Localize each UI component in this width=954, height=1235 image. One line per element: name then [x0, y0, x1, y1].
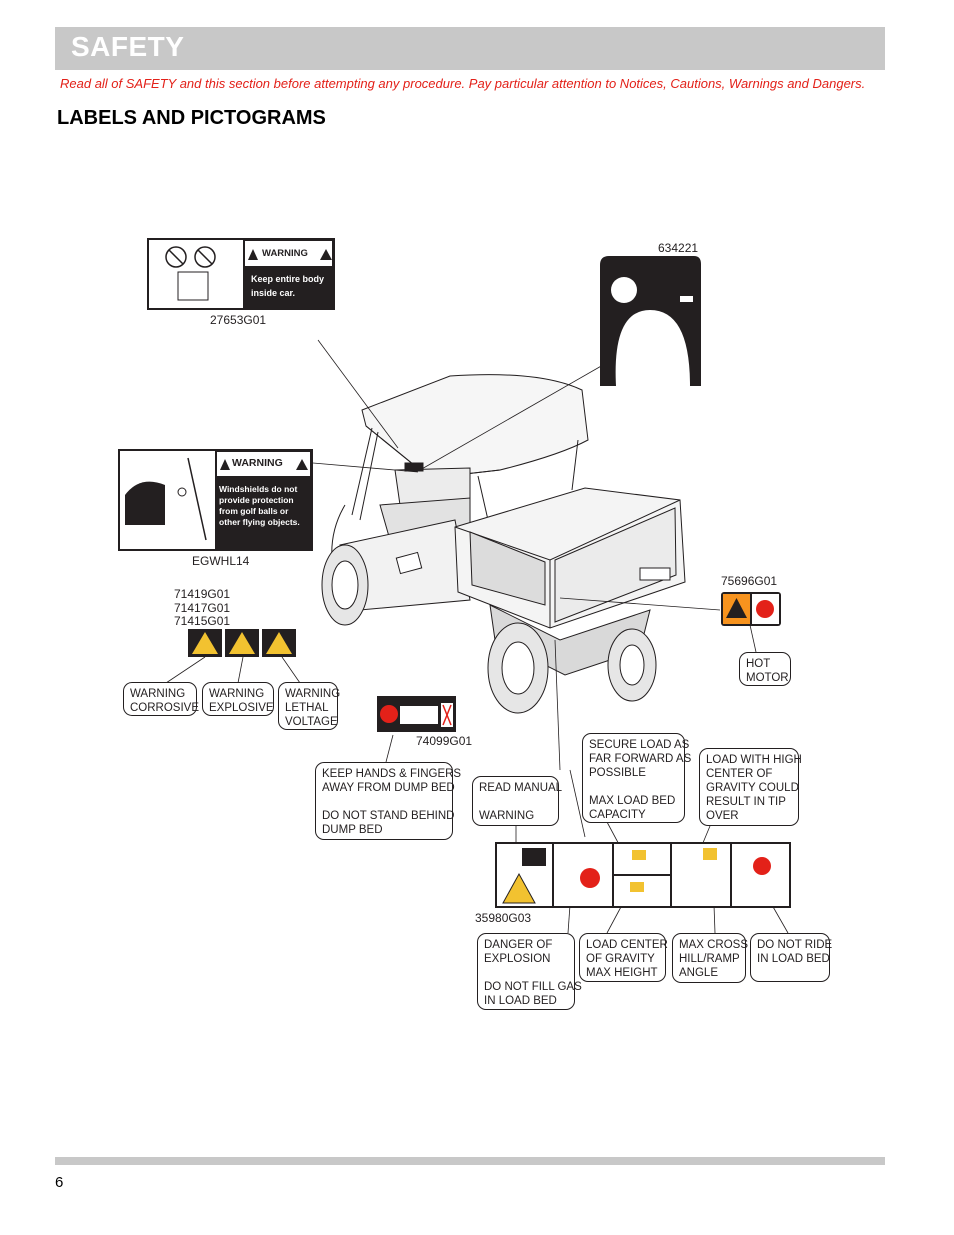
callout-secure-load: SECURE LOAD AS FAR FORWARD AS POSSIBLE M…: [582, 733, 692, 823]
callout-line: [484, 966, 568, 980]
callout-line: RESULT IN TIP: [706, 796, 786, 808]
callout-line: WARNING: [130, 688, 186, 700]
decal-egwhl14-warning-label: WARNING: [232, 457, 283, 469]
callout-line: CORROSIVE: [130, 702, 200, 714]
callout-line: IN LOAD BED: [757, 953, 830, 965]
callout-line: MAX CROSS: [679, 939, 749, 951]
part-number-75696: 75696G01: [721, 574, 778, 588]
callout-line: EXPLOSIVE: [209, 702, 274, 714]
part-number-74099: 74099G01: [416, 734, 473, 748]
decal-egwhl14-text-line4: other flying objects.: [219, 517, 300, 527]
callout-line: [322, 795, 446, 809]
callout-line: VOLTAGE: [285, 716, 338, 728]
decal-egwhl14-text-line1: Windshields do not: [219, 484, 298, 494]
callout-line: SECURE LOAD AS: [589, 739, 690, 751]
decal-27653-text-line1: Keep entire body: [251, 274, 325, 284]
part-number-egwhl14: EGWHL14: [192, 554, 250, 568]
page-title: SAFETY: [71, 31, 185, 62]
hot-motor-decal-75696: [721, 592, 781, 626]
callout-line: HILL/RAMP: [679, 953, 740, 965]
callout-keep-hands: KEEP HANDS & FINGERS AWAY FROM DUMP BED …: [315, 762, 462, 840]
decal-egwhl14-text-line3: from golf balls or: [219, 506, 289, 516]
decal-egwhl14-text-line2: provide protection: [219, 495, 294, 505]
part-number-634221: 634221: [658, 241, 699, 255]
hazard-pictos-714xx: [188, 629, 296, 657]
callout-high-center-of-gravity: LOAD WITH HIGH CENTER OF GRAVITY COULD R…: [699, 748, 802, 826]
callout-line: LOAD WITH HIGH: [706, 754, 802, 766]
callout-load-center: LOAD CENTER OF GRAVITY MAX HEIGHT: [579, 933, 668, 982]
part-number-71419: 71419G01: [174, 587, 231, 601]
callout-line: OVER: [706, 810, 739, 822]
callout-line: WARNING: [209, 688, 265, 700]
callout-do-not-ride: DO NOT RIDE IN LOAD BED: [750, 933, 833, 982]
callout-line: GRAVITY COULD: [706, 782, 799, 794]
callout-line: DUMP BED: [322, 824, 383, 836]
callout-hot-motor: HOT MOTOR: [739, 652, 791, 686]
callout-read-manual: READ MANUAL WARNING: [472, 776, 563, 826]
callout-line: CENTER OF: [706, 768, 773, 780]
section-title: LABELS AND PICTOGRAMS: [57, 107, 326, 129]
safety-notice: Read all of SAFETY and this section befo…: [60, 76, 866, 91]
callout-line: READ MANUAL: [479, 782, 563, 794]
part-number-71415: 71415G01: [174, 614, 231, 628]
callout-line: DO NOT RIDE: [757, 939, 833, 951]
callout-line: WARNING: [285, 688, 341, 700]
callout-line: AWAY FROM DUMP BED: [322, 782, 455, 794]
callout-line: FAR FORWARD AS: [589, 753, 692, 765]
callout-line: IN LOAD BED: [484, 995, 557, 1007]
callout-line: MOTOR: [746, 672, 789, 684]
callout-line: OF GRAVITY: [586, 953, 655, 965]
callout-warning-corrosive: WARNING CORROSIVE: [123, 682, 200, 716]
callout-warning-explosive: WARNING EXPLOSIVE: [202, 682, 274, 716]
callout-line: MAX LOAD BED: [589, 795, 676, 807]
callout-line: KEEP HANDS & FINGERS: [322, 768, 462, 780]
callout-danger-explosion: DANGER OF EXPLOSION DO NOT FILL GAS IN L…: [477, 933, 582, 1010]
callout-line: HOT: [746, 658, 771, 670]
callout-warning-lethal-voltage: WARNING LETHAL VOLTAGE: [278, 682, 341, 730]
callout-line: DO NOT FILL GAS: [484, 981, 582, 993]
callout-line: POSSIBLE: [589, 767, 646, 779]
cargo-bed-decal-35980: [495, 842, 791, 908]
part-number-27653: 27653G01: [210, 313, 267, 327]
callout-line: [479, 795, 552, 809]
callout-line: DO NOT STAND BEHIND: [322, 810, 455, 822]
callout-line: DANGER OF: [484, 939, 553, 951]
dash-plate-634221: [600, 256, 701, 386]
dump-bed-decal-74099: [377, 696, 456, 732]
page-number: 6: [55, 1174, 64, 1191]
footer-bar: [55, 1157, 885, 1165]
callout-line: EXPLOSION: [484, 953, 551, 965]
utility-vehicle-drawing: [321, 374, 686, 714]
decal-27653-text-line2: inside car.: [251, 288, 296, 298]
callout-line: CAPACITY: [589, 809, 646, 821]
callout-line: MAX HEIGHT: [586, 967, 658, 979]
header-bar: SAFETY: [55, 27, 885, 70]
callout-line: ANGLE: [679, 967, 718, 979]
callout-line: LOAD CENTER: [586, 939, 668, 951]
callout-max-cross-angle: MAX CROSS HILL/RAMP ANGLE: [672, 933, 749, 983]
callout-line: [589, 780, 678, 794]
decal-27653-warning-label: WARNING: [262, 248, 308, 259]
part-number-35980: 35980G03: [475, 911, 532, 925]
callout-line: WARNING: [479, 810, 535, 822]
part-number-71417: 71417G01: [174, 601, 231, 615]
callout-line: LETHAL: [285, 702, 329, 714]
